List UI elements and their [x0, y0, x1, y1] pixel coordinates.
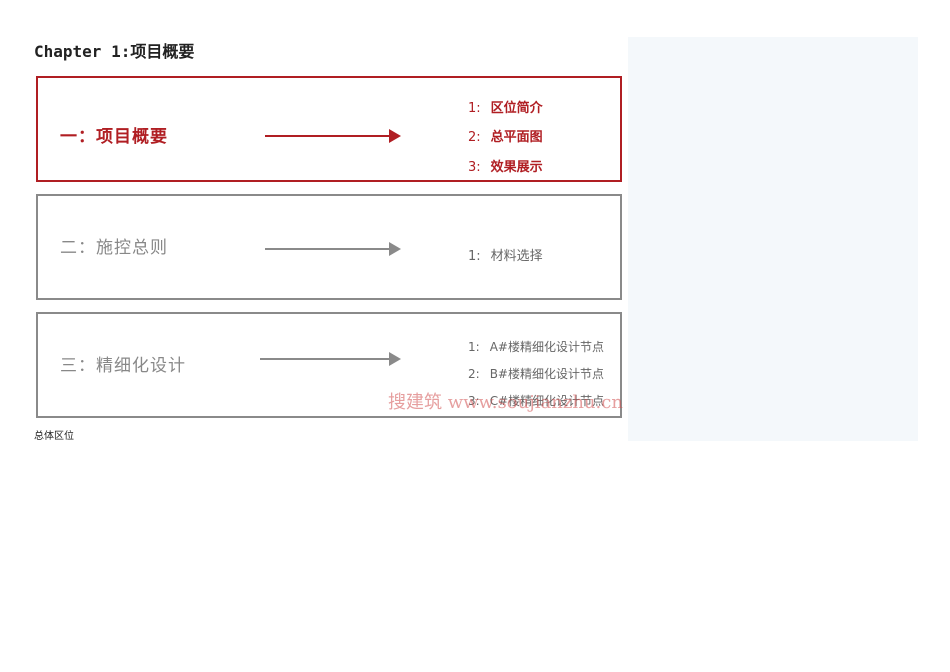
chapter-title: Chapter 1:项目概要 [34, 42, 195, 61]
item-number: 3: [468, 394, 480, 408]
item-label: B#楼精细化设计节点 [489, 367, 604, 381]
section-card-project-overview[interactable]: 一：项目概要 1: 区位简介 2: 总平面图 3: 效果展示 [36, 76, 622, 182]
list-item[interactable]: 2: 总平面图 [468, 126, 543, 145]
arrow-right-icon [265, 129, 401, 143]
item-number: 2: [468, 367, 480, 381]
item-label: 区位简介 [490, 101, 543, 116]
list-item[interactable]: 2: B#楼精细化设计节点 [468, 365, 604, 382]
list-item[interactable]: 3: C#楼精细化设计节点 [468, 392, 604, 409]
image-caption: 总体区位 [34, 431, 74, 442]
section-card-detailed-design[interactable]: 三：精细化设计 1: A#楼精细化设计节点 2: B#楼精细化设计节点 3: C#楼精… [36, 312, 622, 418]
item-number: 3: [468, 160, 481, 175]
item-number: 1: [468, 101, 481, 116]
arrow-right-icon [260, 352, 401, 366]
item-label: C#楼精细化设计节点 [489, 394, 605, 408]
list-item[interactable]: 1: 区位简介 [468, 97, 543, 116]
list-item[interactable]: 1: A#楼精细化设计节点 [468, 338, 604, 355]
list-item[interactable]: 3: 效果展示 [468, 156, 543, 175]
item-label: 总平面图 [490, 130, 543, 145]
item-label: 效果展示 [490, 160, 543, 175]
section-title: 三：精细化设计 [60, 356, 186, 376]
item-number: 2: [468, 130, 481, 145]
item-label: A#楼精细化设计节点 [489, 340, 604, 354]
section-card-construction-rules[interactable]: 二：施控总则 1: 材料选择 [36, 194, 622, 300]
side-panel [628, 37, 918, 441]
item-label: 材料选择 [490, 249, 543, 264]
section-title: 二：施控总则 [60, 238, 168, 258]
list-item[interactable]: 1: 材料选择 [468, 245, 543, 264]
section-title: 一：项目概要 [60, 127, 168, 147]
watermark: 搜建筑 www.soujianzhu.cn [388, 392, 623, 413]
item-number: 1: [468, 249, 481, 264]
item-number: 1: [468, 340, 480, 354]
arrow-right-icon [265, 242, 401, 256]
